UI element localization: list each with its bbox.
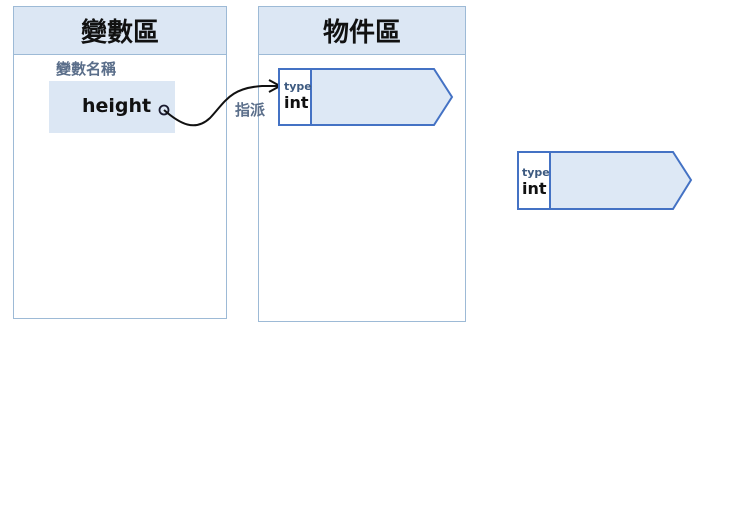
object-area-title: 物件區 [259,7,465,55]
object-shape [278,68,454,126]
reference-curve [163,85,279,127]
variable-area-title: 變數區 [14,7,226,55]
variable-area-panel: 變數區 [13,6,227,319]
variable-name-caption: 變數名稱 [56,60,117,78]
assign-label: 指派 [235,101,266,119]
object-type-label: type [522,166,550,179]
int-object-unreferenced: type int [517,151,693,210]
object-type-value: int [522,179,547,198]
object-area-panel: 物件區 [258,6,466,322]
int-object: type int [278,68,454,126]
reference-origin-dot [158,104,170,116]
object-shape [517,151,693,210]
object-type-value: int [284,93,309,112]
variable-box [49,81,175,133]
variable-name: height [82,95,152,117]
object-type-label: type [284,80,312,93]
